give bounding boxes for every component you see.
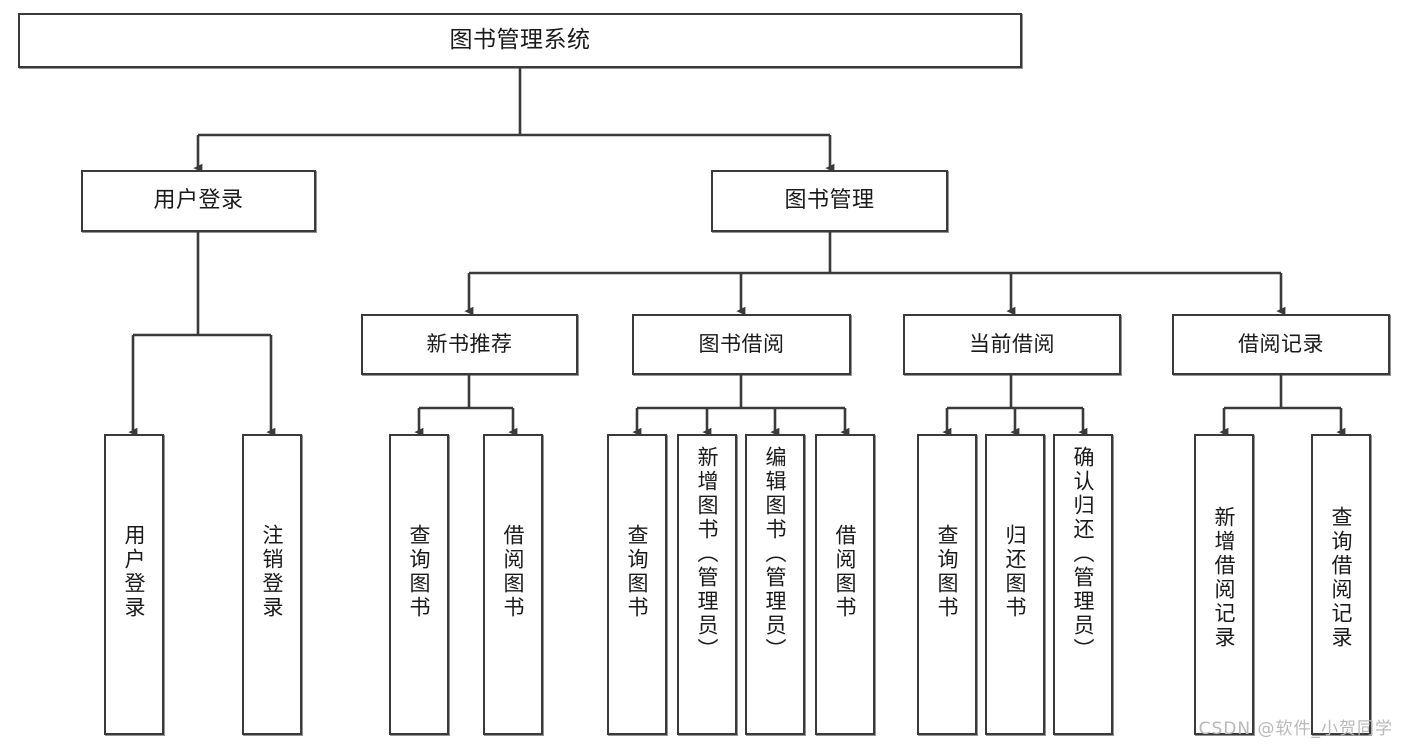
node-label: 图书管理 [784,188,875,214]
node-leaf-query-borrow-record[interactable]: 查询借阅记录 [1311,434,1371,735]
node-label: 用户登录 [153,188,244,214]
node-leaf-logout[interactable]: 注销登录 [242,434,302,735]
node-label: 新增图书（管理员） [695,446,720,662]
node-new-book-recommend[interactable]: 新书推荐 [361,314,578,375]
node-user-login[interactable]: 用户登录 [81,170,316,232]
node-leaf-add-borrow-record[interactable]: 新增借阅记录 [1194,434,1254,735]
node-label: 借阅图书 [501,524,526,620]
node-leaf-return-book[interactable]: 归还图书 [985,434,1045,735]
node-leaf-query-book-newbook[interactable]: 查询图书 [389,434,449,735]
node-label: 确认归还（管理员） [1071,446,1096,662]
node-label: 查询图书 [407,524,432,620]
node-label: 查询借阅记录 [1329,506,1354,650]
node-label: 用户登录 [122,524,147,620]
node-leaf-borrow-book-newbook[interactable]: 借阅图书 [483,434,543,735]
node-label: 图书管理系统 [449,26,591,53]
node-label: 当前借阅 [969,332,1055,357]
node-leaf-edit-book-admin[interactable]: 编辑图书（管理员） [745,434,805,735]
node-book-borrow[interactable]: 图书借阅 [632,314,851,375]
watermark: CSDN @软件_小贺同学 [1198,719,1393,739]
node-label: 注销登录 [260,524,285,620]
node-label: 新书推荐 [426,332,513,357]
node-leaf-query-book-borrow[interactable]: 查询图书 [607,434,667,735]
node-leaf-confirm-return-admin[interactable]: 确认归还（管理员） [1053,434,1113,735]
node-leaf-borrow-book[interactable]: 借阅图书 [815,434,875,735]
node-label: 查询图书 [935,524,960,620]
node-current-borrow[interactable]: 当前借阅 [903,314,1121,375]
node-leaf-user-login[interactable]: 用户登录 [104,434,164,735]
node-leaf-query-book-current[interactable]: 查询图书 [917,434,977,735]
node-label: 借阅记录 [1238,332,1324,357]
node-label: 借阅图书 [833,524,858,620]
node-borrow-record[interactable]: 借阅记录 [1172,314,1390,375]
node-label: 图书借阅 [698,332,785,357]
node-leaf-add-book-admin[interactable]: 新增图书（管理员） [677,434,737,735]
node-label: 编辑图书（管理员） [763,446,788,662]
node-label: 归还图书 [1003,524,1028,620]
node-label: 新增借阅记录 [1212,506,1237,650]
node-label: 查询图书 [625,524,650,620]
node-book-management[interactable]: 图书管理 [711,170,948,232]
node-root-system[interactable]: 图书管理系统 [18,13,1022,68]
